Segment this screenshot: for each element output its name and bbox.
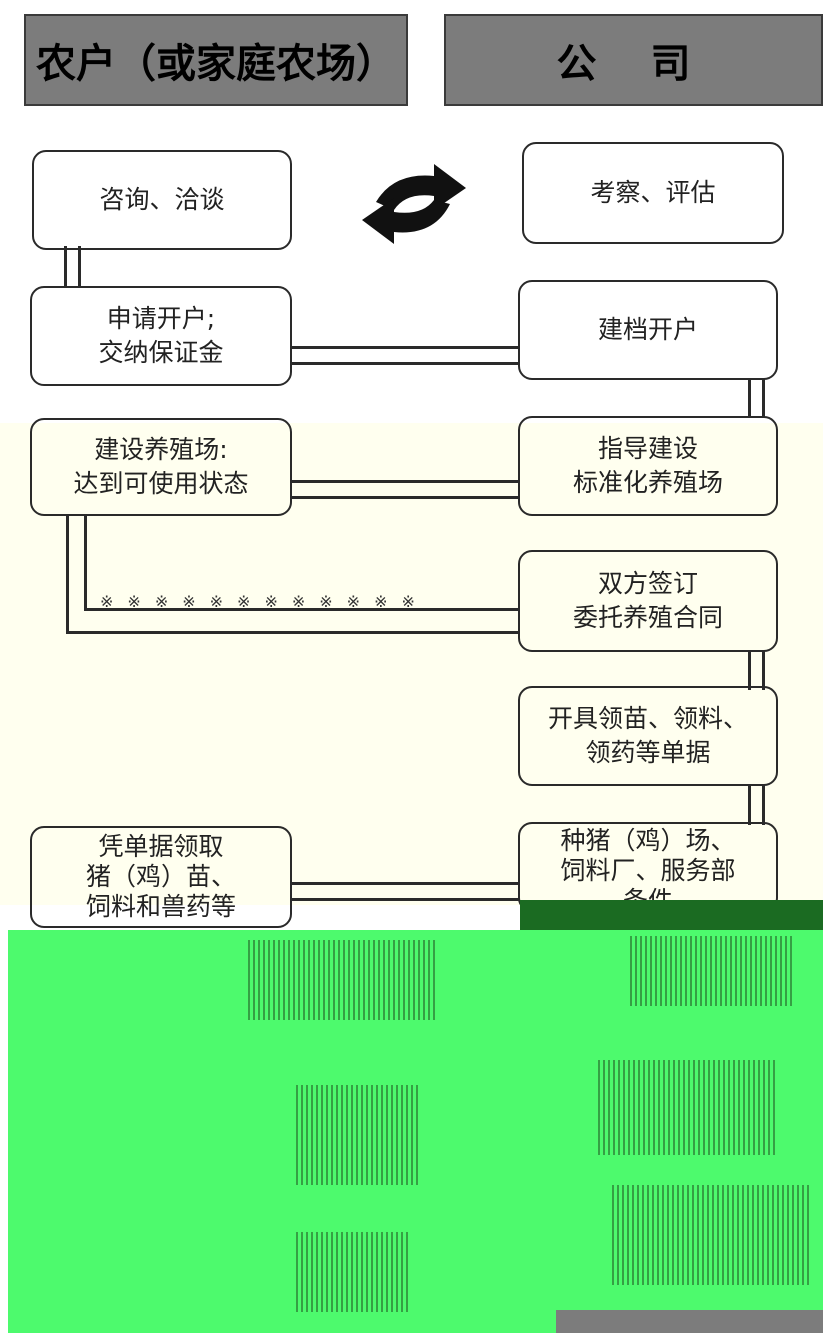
connector-line [748,785,751,825]
artifact-pattern [296,1085,421,1185]
connector-line [66,631,520,634]
farmer-step-consult: 咨询、洽谈 [32,150,292,250]
sync-arrows-icon [362,164,466,244]
connector-line [762,378,765,418]
artifact-pattern [612,1185,812,1285]
connector-line [762,650,765,690]
connector-line [748,378,751,418]
company-step-open-account: 建档开户 [518,280,778,380]
company-step-inspect: 考察、评估 [522,142,784,244]
farmer-step-collect-supplies: 凭单据领取 猪（鸡）苗、 饲料和兽药等 [30,826,292,928]
step-text: 领药等单据 [585,738,711,767]
step-text: 交纳保证金 [98,338,224,367]
connector-line [290,882,520,885]
artifact-gray-bar [556,1310,823,1333]
company-header: 公 司 [444,14,823,106]
step-text: 开具领苗、领料、 [547,704,748,733]
step-text: 考察、评估 [590,178,716,207]
step-text: 凭单据领取 [98,832,224,861]
step-text: 委托养殖合同 [572,603,723,632]
connector-line [290,480,520,483]
company-step-supply-sites: 种猪（鸡）场、 饲料厂、服务部 条件 [518,822,778,912]
step-text: 标准化养殖场 [572,468,723,497]
connector-line [66,514,69,634]
farmer-step-build-farm: 建设养殖场: 达到可使用状态 [30,418,292,516]
company-step-issue-receipts: 开具领苗、领料、 领药等单据 [518,686,778,786]
connector-line [762,785,765,825]
artifact-pattern [598,1060,778,1155]
step-text: 种猪（鸡）场、 [560,826,736,855]
connector-line [84,608,520,611]
connector-line [64,246,67,288]
farmer-step-apply: 申请开户; 交纳保证金 [30,286,292,386]
step-text: 饲料和兽药等 [85,892,236,921]
connector-line [290,362,520,365]
connector-line [290,496,520,499]
company-step-guide-construction: 指导建设 标准化养殖场 [518,416,778,516]
step-text: 饲料厂、服务部 [560,856,736,885]
connector-line [84,514,87,610]
connector-line [290,346,520,349]
artifact-pattern [630,936,795,1006]
step-text: 建设养殖场: [94,435,228,464]
company-step-sign-contract: 双方签订 委托养殖合同 [518,550,778,652]
artifact-pattern [296,1232,411,1312]
farmer-header: 农户（或家庭农场） [24,14,408,106]
connector-line [290,898,520,901]
step-text: 指导建设 [597,434,698,463]
artifact-strip [520,900,823,930]
artifact-pattern [248,940,438,1020]
step-text: 建档开户 [597,315,698,344]
connector-line [748,650,751,690]
step-text: 申请开户; [106,304,216,333]
step-text: 双方签订 [597,569,698,598]
step-text: 猪（鸡）苗、 [85,862,236,891]
step-text: 咨询、洽谈 [99,185,225,214]
step-text: 达到可使用状态 [73,469,249,498]
dotted-connector: ※※※※※※※※※※※※ [100,592,429,611]
connector-line [78,246,81,288]
